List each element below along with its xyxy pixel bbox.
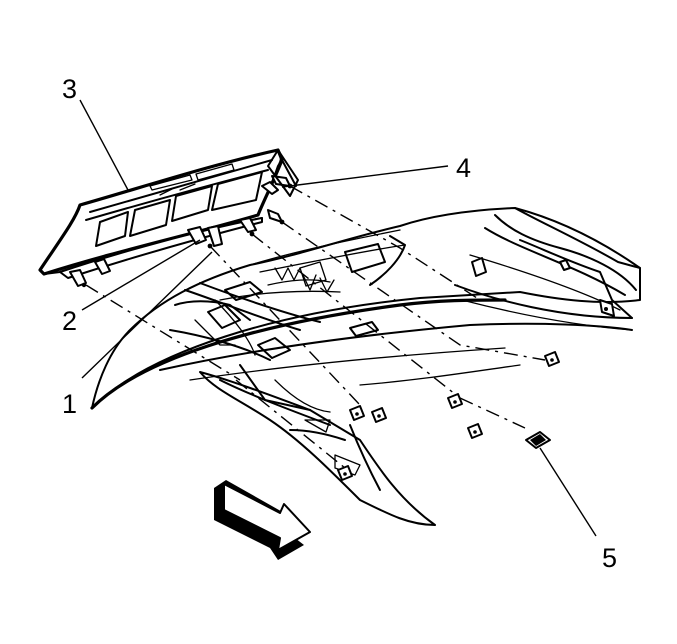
spoiler-nuts: [337, 351, 560, 481]
callout-2: 2: [62, 306, 77, 336]
callout-leaders: [79, 99, 597, 537]
forward-arrow-icon: [214, 480, 311, 560]
callout-1: 1: [62, 389, 77, 419]
callout-3: 3: [62, 74, 77, 104]
rear-spoiler: [38, 148, 299, 288]
spoiler-grommet: [525, 431, 551, 449]
callout-4: 4: [456, 153, 471, 183]
fastener-install-lines: [85, 185, 546, 469]
decklid-panel: [90, 207, 641, 526]
callout-5: 5: [602, 543, 617, 573]
